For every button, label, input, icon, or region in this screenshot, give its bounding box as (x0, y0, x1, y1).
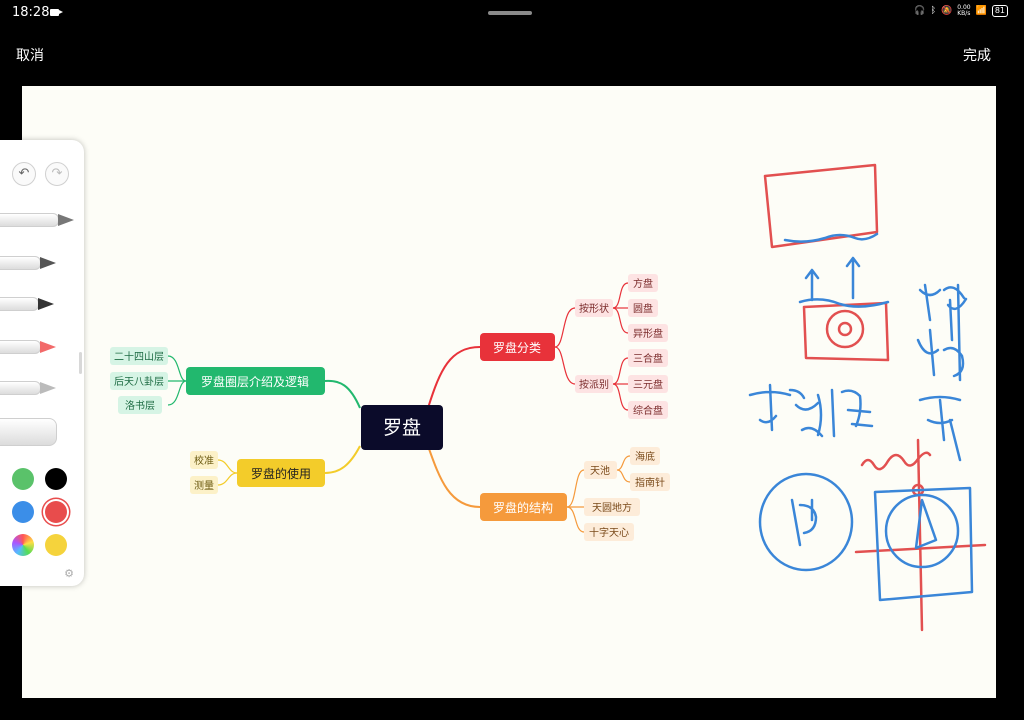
status-bar: 18:28 🎧 ᛒ 🔕 0.00 KB/s 📶 81 (0, 0, 1024, 26)
branch-structure-label: 罗盘的结构 (493, 500, 553, 515)
window-grabber[interactable] (488, 11, 532, 15)
brush-tool[interactable] (0, 297, 54, 311)
svg-text:二十四山层: 二十四山层 (114, 350, 164, 363)
done-button[interactable]: 完成 (963, 45, 991, 65)
fountain-pen-tool[interactable] (0, 213, 74, 227)
svg-text:十字天心: 十字天心 (589, 526, 629, 539)
node-tianchi[interactable]: 天池 (584, 461, 617, 479)
node-sanyuan-plate[interactable]: 三元盘 (628, 375, 668, 393)
node-later-bagua[interactable]: 后天八卦层 (110, 372, 168, 390)
svg-text:综合盘: 综合盘 (633, 404, 663, 417)
marker-tool[interactable] (0, 340, 56, 354)
pencil-tool[interactable] (0, 256, 56, 270)
node-tianyuan-difang[interactable]: 天圆地方 (584, 498, 640, 516)
svg-text:方盘: 方盘 (633, 277, 653, 290)
color-swatch-red-selected[interactable] (45, 501, 67, 523)
svg-text:三合盘: 三合盘 (633, 352, 663, 365)
svg-text:圆盘: 圆盘 (633, 302, 653, 315)
node-measure[interactable]: 测量 (190, 476, 218, 494)
screen-record-icon (50, 9, 63, 16)
status-icons: 🎧 ᛒ 🔕 0.00 KB/s 📶 81 (914, 5, 1008, 17)
center-node-label: 罗盘 (383, 417, 421, 439)
node-haidi[interactable]: 海底 (630, 447, 660, 465)
node-calibrate[interactable]: 校准 (190, 451, 218, 469)
svg-text:按形状: 按形状 (579, 302, 609, 315)
color-swatch-black[interactable] (45, 468, 67, 490)
mindmap-center-node[interactable]: 罗盘 (361, 405, 443, 450)
color-swatch-green[interactable] (12, 468, 34, 490)
ballpoint-tool[interactable] (0, 381, 56, 395)
undo-icon[interactable]: ↶ (12, 162, 36, 186)
svg-text:天圆地方: 天圆地方 (592, 501, 632, 514)
branch-structure[interactable]: 罗盘的结构 (480, 493, 567, 521)
drawing-canvas[interactable]: 罗盘 罗盘分类 罗盘的结构 罗盘圈层介绍及逻辑 罗盘的使用 按形状 按派别 方盘… (22, 86, 996, 698)
node-square-plate[interactable]: 方盘 (628, 274, 658, 292)
network-speed: 0.00 KB/s (957, 4, 971, 17)
bluetooth-icon: ᛒ (930, 6, 937, 16)
svg-text:测量: 测量 (194, 479, 214, 492)
node-combined-plate[interactable]: 综合盘 (628, 401, 668, 419)
svg-text:洛书层: 洛书层 (125, 399, 155, 412)
gear-icon[interactable]: ⚙ (64, 567, 74, 580)
wifi-icon: 📶 (975, 6, 987, 16)
node-luoshu[interactable]: 洛书层 (118, 396, 162, 414)
node-by-shape[interactable]: 按形状 (575, 299, 613, 317)
branch-classification[interactable]: 罗盘分类 (480, 333, 555, 361)
svg-text:异形盘: 异形盘 (633, 327, 663, 340)
battery-indicator: 81 (991, 5, 1008, 17)
node-sanhe-plate[interactable]: 三合盘 (628, 349, 668, 367)
eraser-tool[interactable] (0, 418, 57, 446)
node-round-plate[interactable]: 圆盘 (628, 299, 658, 317)
svg-text:三元盘: 三元盘 (633, 378, 663, 391)
headphones-icon: 🎧 (914, 6, 926, 16)
color-swatch-blue[interactable] (12, 501, 34, 523)
color-swatch-yellow[interactable] (45, 534, 67, 556)
node-by-school[interactable]: 按派别 (575, 375, 613, 393)
status-time: 18:28 (12, 5, 50, 20)
handwritten-sketches (748, 163, 987, 632)
mindmap-connectors (167, 282, 631, 533)
node-odd-plate[interactable]: 异形盘 (628, 324, 668, 342)
pen-toolbar: ↶ ↷ ⚙ (0, 140, 84, 586)
branch-usage-label: 罗盘的使用 (251, 466, 311, 481)
mindmap-and-ink: 罗盘 罗盘分类 罗盘的结构 罗盘圈层介绍及逻辑 罗盘的使用 按形状 按派别 方盘… (110, 163, 987, 632)
svg-text:天池: 天池 (590, 464, 610, 477)
branch-classification-label: 罗盘分类 (493, 340, 541, 355)
mute-icon: 🔕 (941, 6, 953, 16)
branch-usage[interactable]: 罗盘的使用 (237, 459, 325, 487)
redo-icon[interactable]: ↷ (45, 162, 69, 186)
svg-text:按派别: 按派别 (579, 378, 609, 391)
node-cross-center[interactable]: 十字天心 (584, 523, 634, 541)
color-picker-rainbow[interactable] (12, 534, 34, 556)
svg-text:指南针: 指南针 (635, 476, 665, 489)
node-24-mountains[interactable]: 二十四山层 (110, 347, 168, 365)
cancel-button[interactable]: 取消 (16, 45, 44, 65)
svg-text:校准: 校准 (194, 454, 214, 467)
toolbar-scrollbar[interactable] (79, 352, 82, 374)
branch-layers[interactable]: 罗盘圈层介绍及逻辑 (186, 367, 325, 395)
branch-layers-label: 罗盘圈层介绍及逻辑 (201, 374, 309, 389)
node-compass-needle[interactable]: 指南针 (630, 473, 670, 491)
svg-text:海底: 海底 (635, 450, 655, 463)
blue-ink-strokes (748, 232, 974, 602)
svg-text:后天八卦层: 后天八卦层 (114, 375, 164, 388)
